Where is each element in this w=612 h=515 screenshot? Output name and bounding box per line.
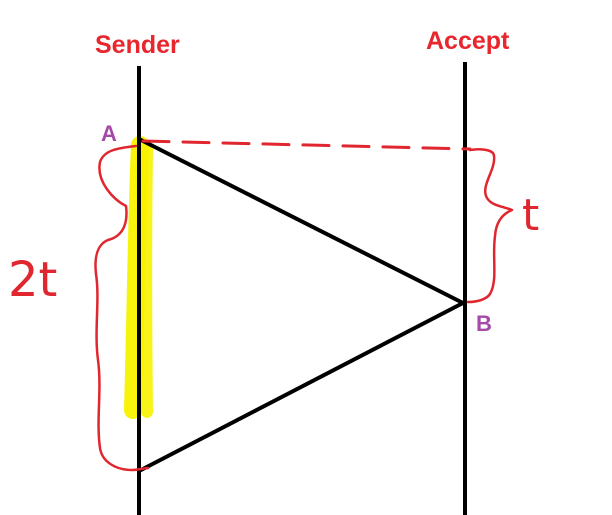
receiver-title: Accept [426,27,510,55]
one-way-time-label: t [522,190,539,241]
round-trip-time-label: 2t [8,252,57,308]
reference-dashed-line [141,139,472,151]
highlight-stroke-inner [140,144,153,418]
return-message-line [139,301,465,472]
point-a-label: A [101,121,117,146]
one-way-brace [466,148,514,304]
outgoing-message-line [139,138,465,305]
sender-title: Sender [95,31,180,59]
round-trip-brace [94,144,150,472]
point-b-label: B [476,311,492,336]
